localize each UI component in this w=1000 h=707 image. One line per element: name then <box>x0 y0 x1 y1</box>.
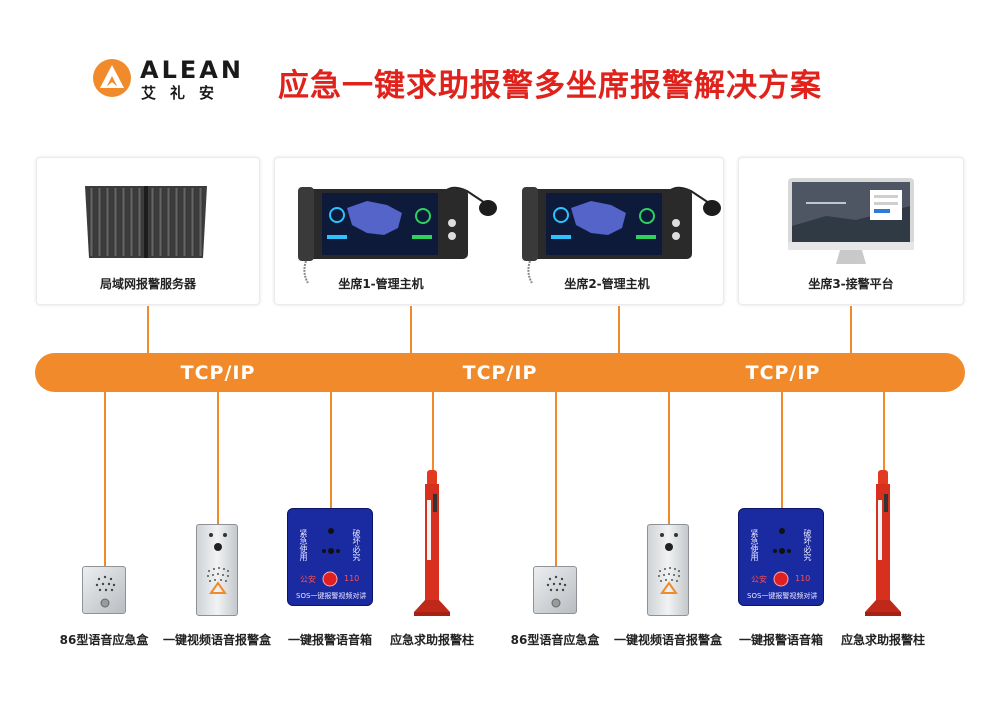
speaker-bottom-text: SOS一键报警视频对讲 <box>747 592 818 600</box>
alarm-platform-image <box>788 178 914 264</box>
link-console-2-to-bus <box>618 306 620 354</box>
camera-speaker-icon <box>207 533 229 594</box>
bus-label-2: TCP/IP <box>462 362 538 384</box>
speaker-button-right-text: 110 <box>795 574 811 583</box>
device-label-4: 应急求助报警柱 <box>389 633 475 647</box>
card-label-lan-server: 局域网报警服务器 <box>99 277 197 291</box>
device-alarm-pillar-2 <box>865 470 901 616</box>
device-86-voice-box-1 <box>82 566 126 614</box>
speaker-left-text: 紧急使用 <box>750 529 759 561</box>
logo-text-en: ALEAN <box>140 56 244 84</box>
link-bus-to-device-8 <box>883 392 885 472</box>
bus-label-3: TCP/IP <box>745 362 821 384</box>
speaker-button-left-text: 公安 <box>300 575 316 584</box>
device-alarm-pillar-1 <box>414 470 450 616</box>
link-console-1-to-bus <box>410 306 412 354</box>
device-label-2: 一键视频语音报警盒 <box>162 633 272 647</box>
alean-logo-icon <box>93 59 131 97</box>
device-label-1: 86型语音应急盒 <box>59 633 149 647</box>
link-platform-to-bus <box>850 306 852 354</box>
camera-icon <box>773 528 791 554</box>
device-label-7: 一键报警语音箱 <box>738 633 824 647</box>
link-bus-to-device-7 <box>781 392 783 508</box>
card-label-alarm-platform: 坐席3-接警平台 <box>808 277 894 291</box>
link-bus-to-device-1 <box>104 392 106 566</box>
device-alarm-speaker-box-1: 紧急使用 破坏必究 公安 110 SOS一键报警视频对讲 <box>287 508 373 606</box>
speaker-right-text: 破坏必究 <box>803 529 812 561</box>
device-label-8: 应急求助报警柱 <box>840 633 926 647</box>
link-bus-to-device-3 <box>330 392 332 508</box>
device-alarm-speaker-box-2: 紧急使用 破坏必究 公安 110 SOS一键报警视频对讲 <box>738 508 824 606</box>
link-bus-to-device-2 <box>217 392 219 524</box>
link-server-to-bus <box>147 306 149 354</box>
card-label-console-2: 坐席2-管理主机 <box>564 277 650 291</box>
card-label-console-1: 坐席1-管理主机 <box>338 277 424 291</box>
console-2-image <box>522 186 721 284</box>
console-1-image <box>298 186 497 284</box>
link-bus-to-device-4 <box>432 392 434 472</box>
device-video-alarm-box-1 <box>196 524 238 616</box>
camera-speaker-icon <box>658 533 680 594</box>
lan-server-image <box>85 186 207 258</box>
header: ALEAN 艾礼安 应急一键求助报警多坐席报警解决方案 <box>0 0 1000 130</box>
page-title: 应急一键求助报警多坐席报警解决方案 <box>278 68 822 104</box>
device-86-voice-box-2 <box>533 566 577 614</box>
speaker-button-right-text: 110 <box>344 574 360 583</box>
speaker-right-text: 破坏必究 <box>352 529 361 561</box>
tcp-ip-bus <box>35 353 965 392</box>
speaker-grille-icon <box>95 575 116 608</box>
logo-text-cn: 艾礼安 <box>141 84 229 102</box>
device-label-6: 一键视频语音报警盒 <box>613 633 723 647</box>
device-label-5: 86型语音应急盒 <box>510 633 600 647</box>
device-video-alarm-box-2 <box>647 524 689 616</box>
link-bus-to-device-5 <box>555 392 557 566</box>
speaker-left-text: 紧急使用 <box>299 529 308 561</box>
speaker-grille-icon <box>546 575 567 608</box>
alarm-button-icon <box>322 571 338 587</box>
device-label-3: 一键报警语音箱 <box>287 633 373 647</box>
speaker-button-left-text: 公安 <box>751 575 767 584</box>
camera-icon <box>322 528 340 554</box>
alarm-button-icon <box>773 571 789 587</box>
link-bus-to-device-6 <box>668 392 670 524</box>
bus-label-1: TCP/IP <box>180 362 256 384</box>
speaker-bottom-text: SOS一键报警视频对讲 <box>296 592 367 600</box>
